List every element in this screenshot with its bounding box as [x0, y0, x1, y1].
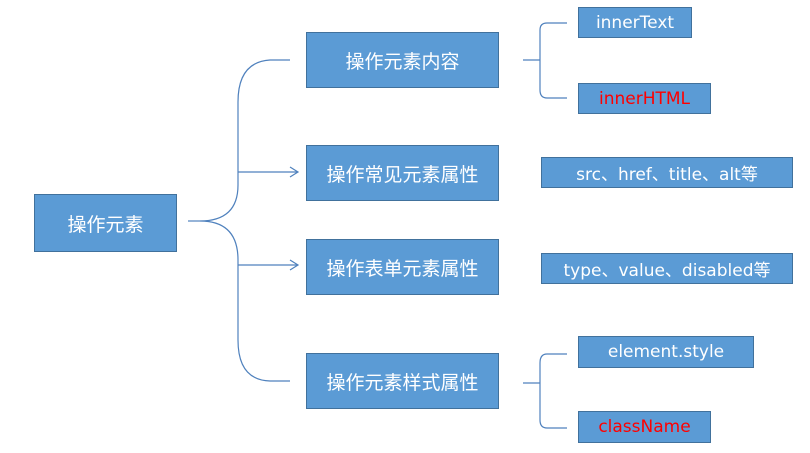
leaf-classname-label: className — [598, 417, 691, 437]
root-label: 操作元素 — [67, 213, 144, 236]
root-node: 操作元素 — [34, 194, 177, 252]
branch-content-label: 操作元素内容 — [345, 50, 460, 73]
branch-style-attrs-label: 操作元素样式属性 — [326, 371, 479, 394]
branch-form-attrs-label: 操作表单元素属性 — [326, 257, 479, 280]
main-brace — [199, 59, 290, 382]
branch-form-attrs: 操作表单元素属性 — [306, 239, 499, 295]
leaf-element-style: element.style — [578, 336, 754, 368]
leaf-common-attrs: src、href、title、alt等 — [541, 157, 793, 188]
leaf-common-attrs-label: src、href、title、alt等 — [576, 165, 758, 185]
leaf-form-attrs: type、value、disabled等 — [541, 253, 793, 284]
branch-common-attrs: 操作常见元素属性 — [306, 145, 499, 201]
arrow-attrs — [238, 166, 300, 178]
brace-content — [523, 22, 567, 99]
leaf-form-attrs-label: type、value、disabled等 — [563, 261, 771, 281]
arrow-form — [238, 259, 300, 271]
branch-style-attrs: 操作元素样式属性 — [306, 353, 499, 409]
leaf-innertext-label: innerText — [595, 12, 675, 33]
leaf-element-style-label: element.style — [607, 342, 725, 362]
leaf-innertext: innerText — [578, 7, 692, 38]
leaf-classname: className — [578, 411, 711, 443]
branch-content: 操作元素内容 — [306, 32, 499, 88]
branch-common-attrs-label: 操作常见元素属性 — [326, 163, 479, 186]
leaf-innerhtml-label: innerHTML — [598, 88, 691, 109]
brace-style — [523, 353, 567, 429]
leaf-innerhtml: innerHTML — [578, 83, 711, 114]
